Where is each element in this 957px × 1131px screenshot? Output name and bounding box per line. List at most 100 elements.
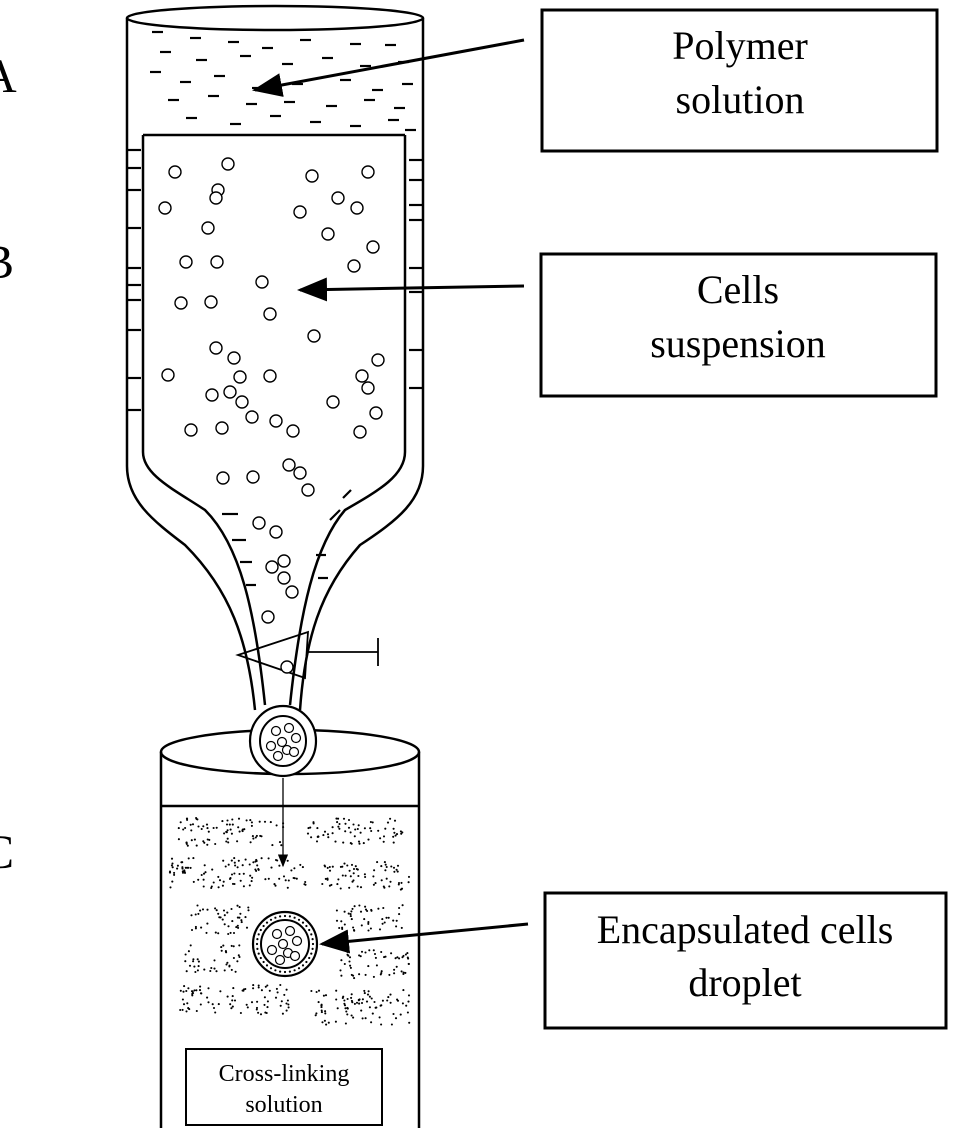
liquid-dot — [206, 827, 209, 830]
liquid-dot — [207, 830, 210, 833]
liquid-dot — [335, 998, 338, 1001]
polymer-callout-box — [540, 8, 939, 153]
liquid-dot — [227, 863, 230, 866]
liquid-dot — [384, 955, 387, 958]
liquid-dot — [336, 1007, 339, 1010]
liquid-dot — [232, 956, 235, 960]
liquid-dot — [380, 950, 383, 954]
liquid-dot — [202, 878, 205, 881]
liquid-dot — [360, 924, 363, 927]
liquid-dot — [202, 825, 205, 828]
liquid-dot — [366, 909, 369, 913]
shell-dot — [293, 916, 296, 919]
liquid-dot — [200, 926, 203, 929]
liquid-dot — [350, 993, 353, 996]
liquid-dot — [387, 916, 390, 919]
liquid-dot — [310, 836, 313, 839]
liquid-dot — [393, 972, 396, 975]
liquid-dot — [193, 989, 196, 992]
liquid-dot — [356, 868, 359, 871]
liquid-dot — [340, 959, 343, 962]
cell — [215, 421, 229, 435]
cell — [261, 610, 275, 624]
encapsulated-droplet — [251, 910, 319, 978]
liquid-dot — [204, 871, 207, 874]
cell — [235, 395, 249, 409]
liquid-dot — [202, 872, 206, 875]
liquid-dot — [349, 966, 352, 969]
liquid-dot — [173, 871, 176, 874]
liquid-dot — [231, 920, 234, 923]
liquid-dot — [231, 882, 235, 885]
liquid-dot — [389, 1001, 392, 1004]
liquid-dot — [227, 932, 230, 936]
droplet-callout-line2: droplet — [688, 960, 801, 1005]
liquid-dot — [177, 827, 180, 830]
liquid-dot — [366, 993, 370, 996]
liquid-dot — [401, 1002, 404, 1005]
liquid-dot — [206, 996, 209, 999]
liquid-dot — [276, 859, 279, 862]
cells-callout-arrow — [297, 277, 525, 302]
liquid-dot — [407, 1000, 410, 1003]
cell — [246, 470, 260, 484]
liquid-dot — [206, 838, 209, 841]
liquid-dot — [357, 824, 360, 827]
liquid-dot — [195, 844, 198, 847]
liquid-dot — [236, 916, 239, 919]
liquid-dot — [349, 964, 352, 967]
liquid-dot — [343, 1002, 346, 1005]
liquid-dot — [304, 880, 307, 884]
liquid-dot — [347, 912, 350, 915]
liquid-dot — [231, 999, 234, 1002]
liquid-dot — [238, 872, 241, 876]
polymer-solution-dashes — [150, 30, 416, 132]
liquid-dot — [217, 932, 220, 935]
liquid-dot — [243, 828, 246, 831]
liquid-dot — [194, 927, 197, 930]
liquid-dot — [364, 1017, 367, 1020]
liquid-dot — [185, 1010, 188, 1013]
liquid-dot — [324, 877, 327, 880]
liquid-dot — [360, 1009, 363, 1012]
liquid-dot — [341, 927, 344, 931]
liquid-dot — [198, 989, 202, 992]
liquid-dot — [337, 817, 340, 820]
liquid-dot — [236, 960, 239, 963]
liquid-dot — [202, 885, 205, 888]
liquid-dot — [259, 1013, 263, 1016]
liquid-dot — [358, 904, 361, 907]
liquid-dot — [398, 957, 401, 960]
liquid-dot — [170, 864, 173, 867]
liquid-dot — [374, 882, 377, 885]
liquid-dot — [384, 827, 387, 830]
liquid-dot — [195, 1009, 198, 1013]
liquid-dot — [278, 877, 281, 880]
liquid-dot — [380, 1004, 383, 1007]
liquid-dot — [286, 999, 289, 1002]
liquid-dot — [335, 817, 338, 820]
liquid-dot — [222, 880, 225, 883]
liquid-dot — [407, 881, 410, 884]
liquid-dot — [189, 823, 192, 826]
shell-dot — [311, 947, 314, 951]
liquid-dot — [230, 944, 233, 947]
liquid-dot — [183, 985, 186, 988]
liquid-dot — [395, 833, 399, 836]
liquid-dot — [352, 974, 355, 977]
liquid-dot — [255, 858, 258, 861]
droplet-cell — [284, 925, 296, 937]
liquid-dot — [352, 1016, 355, 1019]
liquid-dot — [212, 881, 215, 884]
liquid-dot — [379, 837, 382, 840]
liquid-dot — [267, 877, 270, 880]
liquid-dot — [352, 867, 356, 871]
cell — [285, 585, 299, 599]
cell — [353, 425, 367, 439]
liquid-dot — [236, 904, 239, 907]
liquid-dot — [255, 869, 258, 872]
liquid-dot — [346, 1007, 349, 1010]
liquid-dot — [183, 870, 186, 873]
liquid-dot — [220, 946, 223, 949]
shell-dot — [308, 956, 311, 960]
